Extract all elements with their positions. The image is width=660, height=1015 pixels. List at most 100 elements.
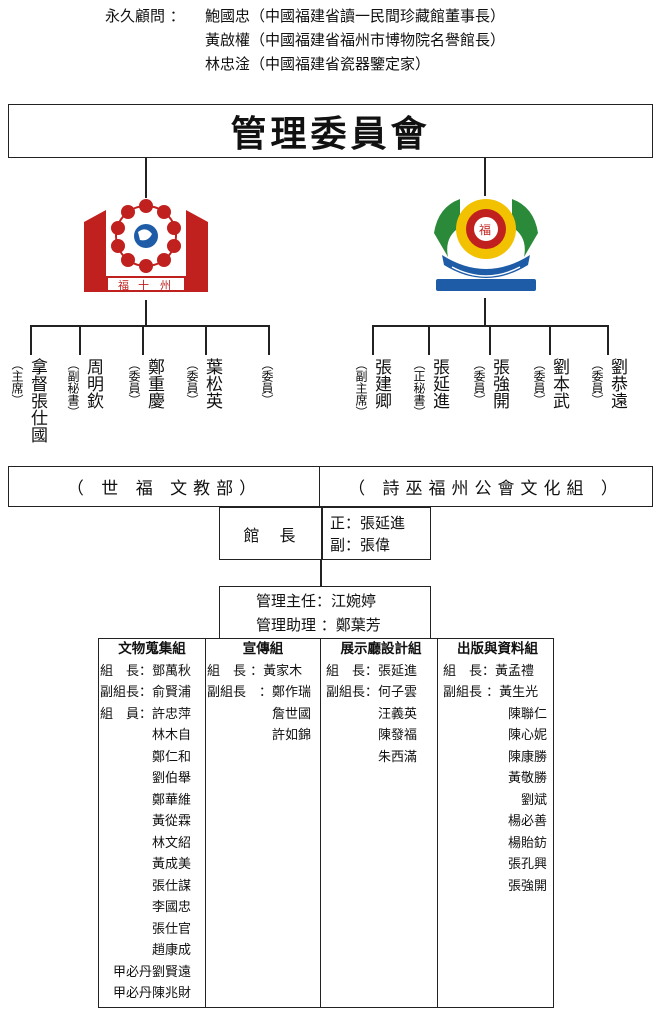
member-role: （正秘書） xyxy=(412,358,426,418)
connector-line xyxy=(484,298,486,326)
group-member-row: 李國忠 xyxy=(100,900,192,915)
curator-names: 正：張延進 副：張偉 xyxy=(330,512,405,556)
group-member-row: 陳心妮 xyxy=(443,728,548,743)
committee-title: 管理委員會 xyxy=(230,113,431,155)
group-member-row: 楊貽鈁 xyxy=(443,835,548,851)
connector-line xyxy=(145,158,147,198)
member-entry: （正秘書） 張延進 xyxy=(410,358,449,418)
member-entry: （委員） 葉松英 xyxy=(183,358,222,409)
committee-title-box: 管理委員會 xyxy=(8,104,653,158)
member-name: 劉本武 xyxy=(549,358,569,409)
group-box xyxy=(98,638,206,1008)
member-entry: （主席） 拿督張仕國 xyxy=(8,358,47,443)
member-role: （委員） xyxy=(185,358,199,406)
branch-line xyxy=(30,325,270,327)
svg-text:福: 福 xyxy=(479,222,491,237)
group-member-row: 陳聯仁 xyxy=(443,706,548,722)
svg-text:福: 福 xyxy=(118,278,129,292)
group-member-row: 甲必丹陳兆財 xyxy=(100,986,192,1001)
branch-drop xyxy=(607,325,609,355)
member-name: 張強開 xyxy=(489,358,509,409)
manager-name: 管理主任：江婉婷 xyxy=(256,592,377,610)
member-role: （副秘書） xyxy=(66,358,80,418)
member-name: 張建卿 xyxy=(371,358,391,409)
group-member-row: 楊必善 xyxy=(443,814,548,829)
dept-left-label: （ 世 福 文教部） xyxy=(66,479,263,499)
group-member-row: 甲必丹劉賢遠 xyxy=(100,964,192,980)
group-member-row: 陳發福 xyxy=(326,728,418,743)
group-heading: 出版與資料組 xyxy=(457,641,538,657)
group-member-row: 副組長 ：黃生光 xyxy=(443,685,539,700)
group-member-row: 黃從霖 xyxy=(100,814,192,829)
advisor-name: 黃啟權（中國福建省福州市博物院名譽館長） xyxy=(205,31,506,49)
dept-left-box: （ 世 福 文教部） xyxy=(8,466,321,507)
group-member-row: 黃成美 xyxy=(100,857,192,872)
member-entry: （委員） xyxy=(258,358,277,406)
group-heading: 文物蒐集組 xyxy=(118,641,186,657)
group-heading: 展示廳設計組 xyxy=(340,641,422,657)
branch-drop xyxy=(489,325,491,355)
group-member-row: 組 長 ：黃家木 xyxy=(207,663,303,679)
group-member-row: 鄭華維 xyxy=(100,792,192,808)
branch-drop xyxy=(268,325,270,355)
member-role: （委員） xyxy=(260,358,274,406)
group-member-row: 張仕官 xyxy=(100,921,192,937)
group-member-row: 張仕謀 xyxy=(100,878,192,894)
group-heading: 宣傳組 xyxy=(242,641,284,657)
group-member-row: 劉斌 xyxy=(443,792,548,808)
member-role: （委員） xyxy=(532,358,546,406)
group-member-row: 組 員：許忠萍 xyxy=(100,706,192,722)
member-name: 拿督張仕國 xyxy=(27,358,47,443)
member-entry: （委員） 劉本武 xyxy=(530,358,569,409)
member-name: 葉松英 xyxy=(202,358,222,409)
advisors-block: 永久顧問 ： 鮑國忠（中國福建省讀一民間珍藏館董事長） 黃啟權（中國福建省福州市博… xyxy=(105,4,505,76)
group-member-row: 陳康勝 xyxy=(443,749,548,765)
dept-right-label: （ 詩巫福州公會文化組 ） xyxy=(348,479,624,499)
curator-label: 館 長 xyxy=(243,525,298,545)
group-member-row: 林文紹 xyxy=(100,835,192,851)
member-role: （副主席） xyxy=(354,358,368,418)
branch-drop xyxy=(205,325,207,355)
group-member-row: 詹世國 xyxy=(207,706,312,722)
dept-right-box: （ 詩巫福州公會文化組 ） xyxy=(319,466,653,507)
advisors-label: 永久顧問 ： xyxy=(105,7,185,25)
advisor-name: 鮑國忠（中國福建省讀一民間珍藏館董事長） xyxy=(205,7,506,25)
management-box: 管理主任：江婉婷 管理助理 ：鄭葉芳 xyxy=(219,586,431,639)
member-entry: （委員） 劉恭遠 xyxy=(588,358,627,409)
branch-drop xyxy=(372,325,374,355)
member-entry: （副秘書） 周明欽 xyxy=(64,358,103,418)
group-member-row: 趙康成 xyxy=(100,943,192,958)
member-entry: （委員） 鄭重慶 xyxy=(125,358,164,409)
connector-line xyxy=(145,300,147,326)
member-role: （委員） xyxy=(590,358,604,406)
member-name: 周明欽 xyxy=(83,358,103,409)
member-name: 張延進 xyxy=(429,358,449,409)
advisor-row: 永久顧問 ： 鮑國忠（中國福建省讀一民間珍藏館董事長） xyxy=(105,4,505,28)
member-role: （主席） xyxy=(10,358,24,406)
curator-deputy: 副：張偉 xyxy=(330,536,391,554)
group-member-row: 林木自 xyxy=(100,728,192,743)
group-member-row: 張孔興 xyxy=(443,857,548,872)
group-member-row: 汪義英 xyxy=(326,706,418,722)
member-name: 劉恭遠 xyxy=(607,358,627,409)
advisor-name: 林忠淦（中國福建省瓷器鑒定家） xyxy=(205,55,431,73)
svg-text:州: 州 xyxy=(160,279,171,292)
group-member-row: 組 長：張延進 xyxy=(326,663,418,679)
group-member-row: 組 長：鄧萬秋 xyxy=(100,663,192,679)
member-role: （委員） xyxy=(472,358,486,406)
world-fuzhou-emblem-icon: 福 十 州 xyxy=(84,199,208,292)
group-column: 文物蒐集組 組 長：鄧萬秋 副組長：俞賢浦 組 員：許忠萍 林木自 鄭仁和 劉伯… xyxy=(100,639,204,1005)
group-member-row: 副組長 ：鄭作瑞 xyxy=(207,685,312,700)
group-box xyxy=(437,638,554,1008)
branch-drop xyxy=(30,325,32,355)
group-column: 出版與資料組 組 長：黃孟禮 副組長 ：黃生光 陳聯仁 陳心妮 陳康勝 黃敬勝 … xyxy=(443,639,552,897)
group-member-row: 朱西滿 xyxy=(326,749,418,765)
member-name: 鄭重慶 xyxy=(144,358,164,409)
member-entry: （副主席） 張建卿 xyxy=(352,358,391,418)
member-role: （委員） xyxy=(127,358,141,406)
connector-line xyxy=(320,560,322,588)
branch-drop xyxy=(549,325,551,355)
branch-drop xyxy=(142,325,144,355)
member-entry: （委員） 張強開 xyxy=(470,358,509,409)
advisor-row: 林忠淦（中國福建省瓷器鑒定家） xyxy=(105,52,505,76)
